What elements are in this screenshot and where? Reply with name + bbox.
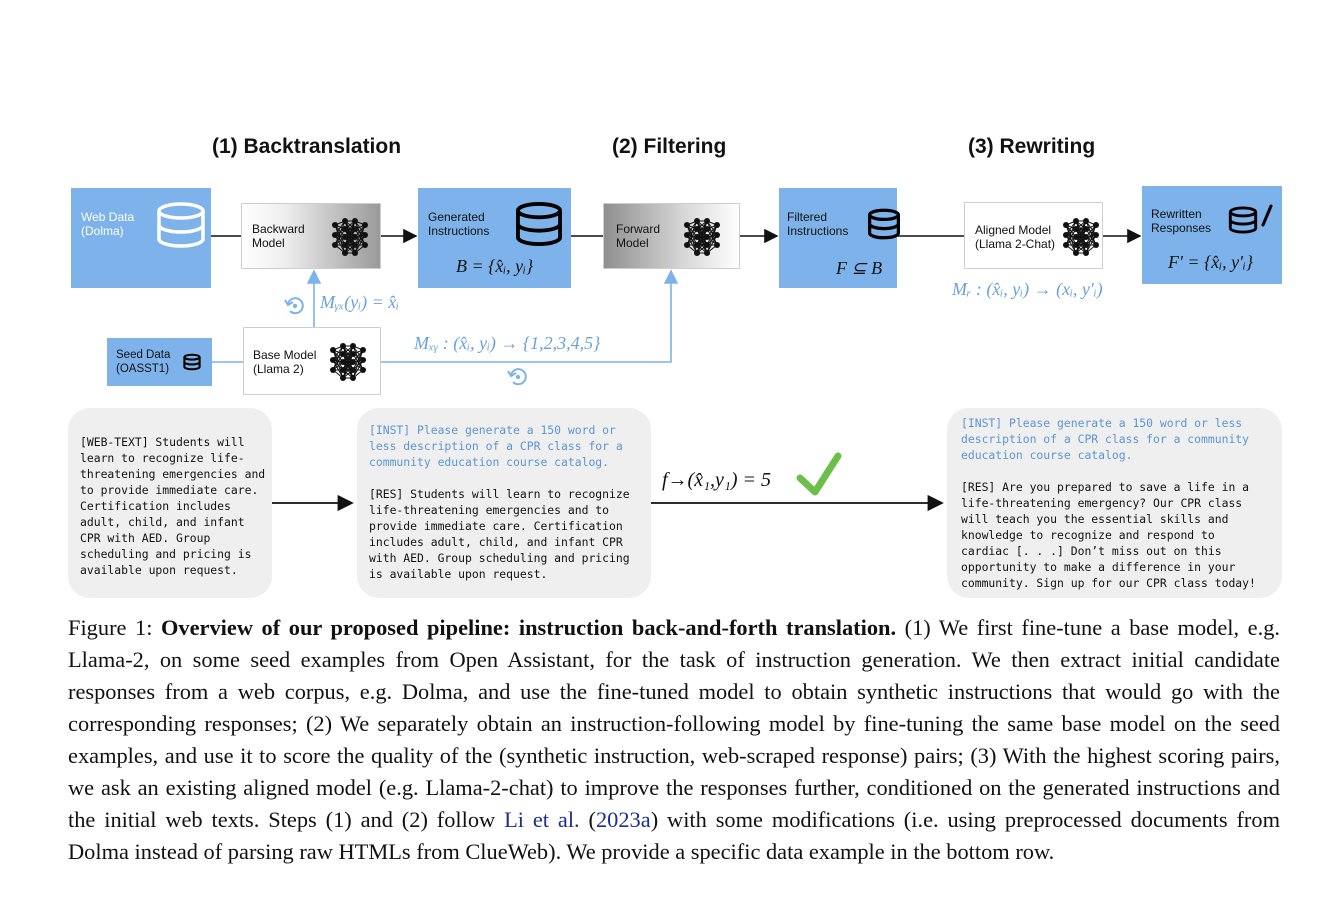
- rewritten-responses-box: Rewritten Responses F′ = {x̂ᵢ, y′ᵢ}: [1142, 186, 1282, 284]
- base-model-box: Base Model (Llama 2): [243, 327, 381, 395]
- generated-instructions-label: Generated Instructions: [428, 210, 490, 238]
- refresh-icon: [284, 297, 304, 315]
- citation-author-link[interactable]: Li et al.: [504, 807, 580, 832]
- checkmark-icon: [796, 452, 842, 496]
- neural-network-icon: [684, 218, 720, 256]
- backward-model-label: Backward Model: [252, 222, 305, 250]
- formula-f-score: f→(x̂₁,y₁) = 5: [662, 469, 772, 491]
- formula-M-xy: Mₓᵧ : (x̂ᵢ, yᵢ) → {1,2,3,4,5}: [414, 333, 601, 353]
- caption-body-2: ) with some modifications (i.e. using pr…: [68, 807, 1281, 864]
- database-icon: [157, 202, 205, 248]
- pencil-icon: [1261, 204, 1273, 227]
- formula-B: B = {x̂ᵢ, yᵢ}: [456, 256, 534, 276]
- database-icon: [1228, 206, 1258, 234]
- seed-data-box: Seed Data (OASST1): [107, 338, 212, 386]
- formula-M-yx: Mᵧₓ(yᵢ) = x̂ᵢ: [320, 292, 400, 312]
- stage-title-backtranslation: (1) Backtranslation: [212, 135, 402, 158]
- formula-F: F ⊆ B: [836, 258, 883, 278]
- example-res-2: [RES] Are you prepared to save a life in…: [961, 480, 1256, 590]
- aligned-model-box: Aligned Model (Llama 2-Chat): [964, 202, 1103, 269]
- example-inst-2: [INST] Please generate a 150 word or les…: [961, 416, 1250, 462]
- caption-body-1: (1) We first fine-tune a base model, e.g…: [68, 615, 1280, 832]
- web-data-box: Web Data (Dolma): [71, 188, 211, 288]
- database-icon: [183, 353, 201, 371]
- formula-F-prime: F′ = {x̂ᵢ, y′ᵢ}: [1168, 252, 1254, 272]
- figure-caption: Figure 1: Overview of our proposed pipel…: [68, 612, 1280, 868]
- generated-instructions-box: Generated Instructions B = {x̂ᵢ, yᵢ}: [418, 188, 571, 288]
- database-icon: [867, 208, 901, 240]
- example-web-text-card: [WEB-TEXT] Students will learn to recogn…: [68, 408, 272, 598]
- filtered-instructions-label: Filtered Instructions: [787, 210, 849, 238]
- filtered-instructions-box: Filtered Instructions F ⊆ B: [779, 188, 901, 288]
- database-icon: [516, 202, 562, 246]
- refresh-icon: [507, 368, 527, 386]
- seed-data-label: Seed Data (OASST1): [116, 349, 171, 375]
- citation-year-link[interactable]: 2023a: [595, 807, 651, 832]
- web-data-label: Web Data (Dolma): [81, 210, 135, 238]
- backward-model-box: Backward Model: [241, 203, 381, 269]
- edge-base-to-forward: [381, 269, 679, 363]
- neural-network-icon: [330, 343, 366, 381]
- example-generated-pair-card: [INST] Please generate a 150 word or les…: [357, 408, 651, 598]
- formula-M-r: Mᵣ : (x̂ᵢ, yᵢ) → (xᵢ, y′ᵢ): [952, 279, 1103, 299]
- caption-figure-label: Figure 1:: [68, 615, 161, 640]
- base-model-label: Base Model (Llama 2): [253, 348, 317, 376]
- rewritten-responses-label: Rewritten Responses: [1151, 207, 1212, 235]
- neural-network-icon: [1063, 218, 1099, 256]
- example-web-text: [WEB-TEXT] Students will learn to recogn…: [80, 435, 266, 577]
- stage-title-rewriting: (3) Rewriting: [968, 135, 1096, 158]
- example-rewritten-card: [INST] Please generate a 150 word or les…: [947, 408, 1282, 598]
- example-inst-1: [INST] Please generate a 150 word or les…: [369, 423, 623, 469]
- example-res-1: [RES] Students will learn to recognize l…: [369, 487, 630, 581]
- forward-model-label: Forward Model: [616, 222, 661, 250]
- stage-title-filtering: (2) Filtering: [612, 135, 727, 158]
- aligned-model-label: Aligned Model (Llama 2-Chat): [975, 223, 1056, 251]
- neural-network-icon: [332, 218, 368, 256]
- caption-cite-open: (: [579, 807, 596, 832]
- forward-model-box: Forward Model: [603, 203, 740, 269]
- caption-bold-title: Overview of our proposed pipeline: instr…: [160, 615, 897, 640]
